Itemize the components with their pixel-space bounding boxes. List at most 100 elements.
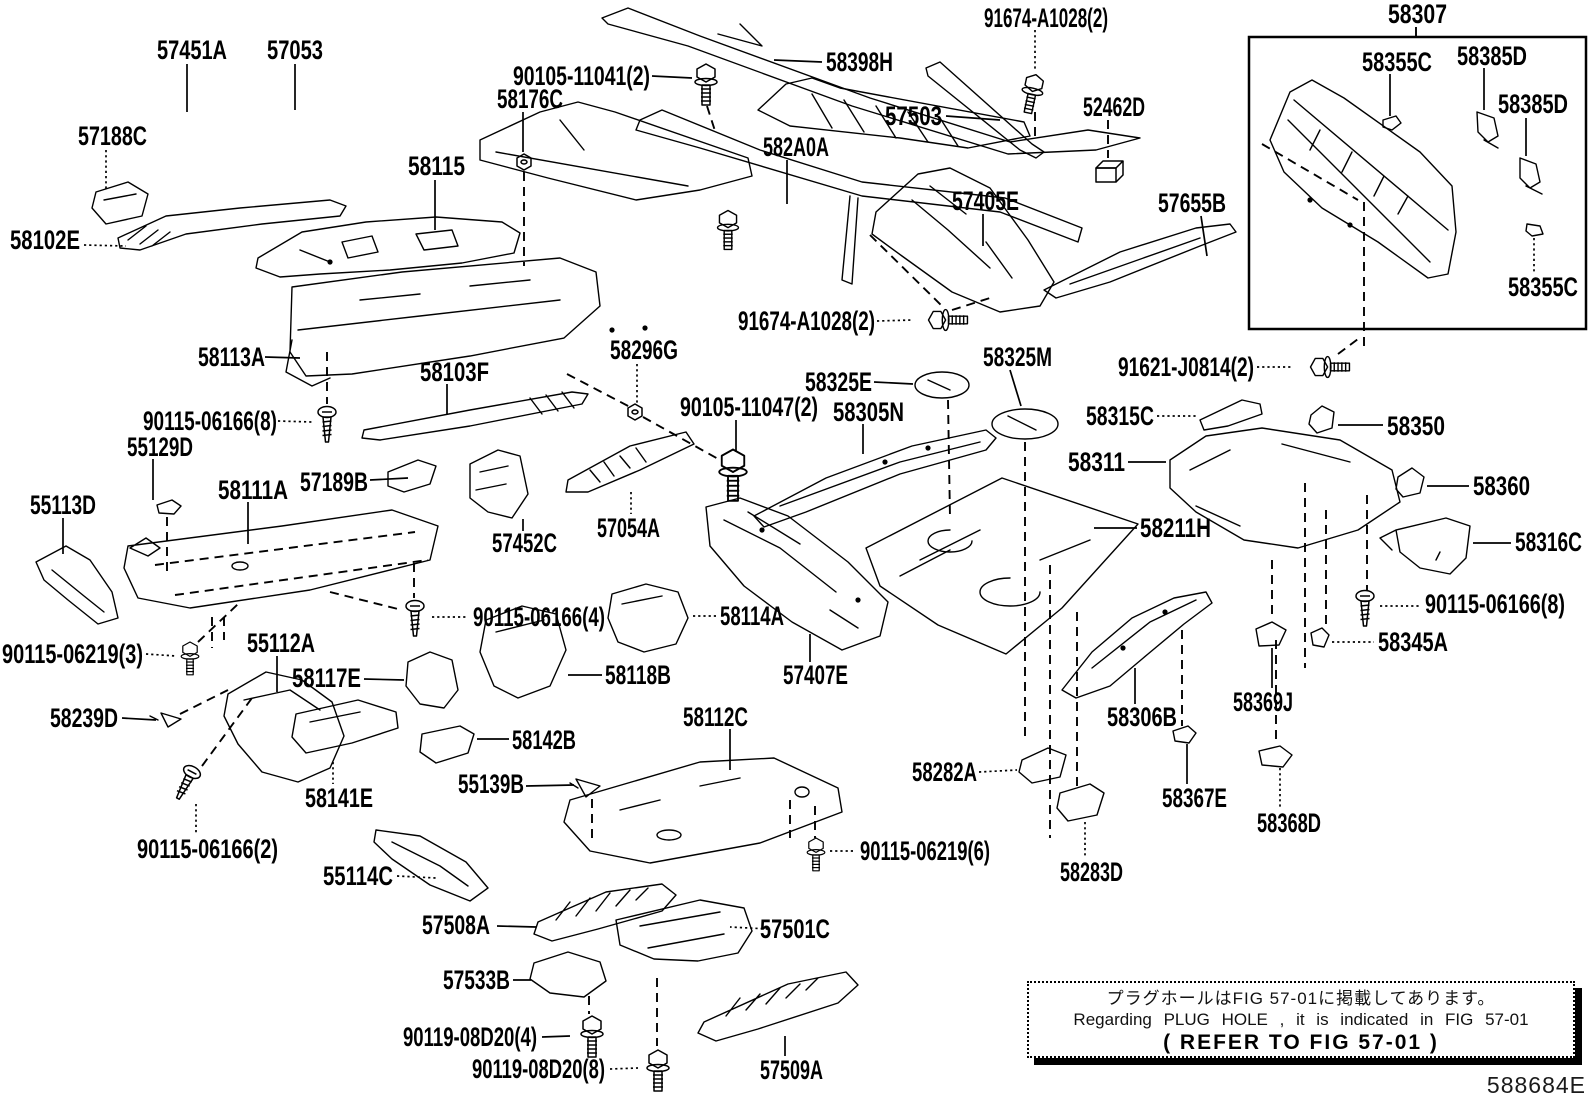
part-label-58350[interactable]: 58350	[1387, 411, 1445, 441]
part-label-58283D[interactable]: 58283D	[1060, 857, 1123, 887]
bolt-icon	[806, 837, 826, 872]
part-label-57451A[interactable]: 57451A	[157, 35, 227, 65]
part-label-57501C[interactable]: 57501C	[760, 914, 830, 944]
part-label-55112A[interactable]: 55112A	[247, 628, 315, 658]
part-label-55139B[interactable]: 55139B	[458, 769, 524, 799]
part-label-57503[interactable]: 57503	[885, 101, 942, 131]
part-label-58115[interactable]: 58115	[408, 151, 465, 181]
part-label-57509A[interactable]: 57509A	[760, 1055, 823, 1085]
part-58117E	[405, 651, 459, 709]
part-label-58398H[interactable]: 58398H	[826, 47, 893, 77]
part-label-58369J[interactable]: 58369J	[1233, 687, 1293, 717]
part-label-90105-11041(2)[interactable]: 90105-11041(2)	[513, 61, 650, 91]
part-label-57407E[interactable]: 57407E	[783, 660, 848, 690]
part-57501C	[615, 899, 753, 962]
part-label-57655B[interactable]: 57655B	[1158, 188, 1226, 218]
part-label-58368D[interactable]: 58368D	[1257, 808, 1321, 838]
part-label-57188C[interactable]: 57188C	[78, 121, 147, 151]
part-label-58325E[interactable]: 58325E	[805, 367, 872, 397]
part-label-90105-11047(2)[interactable]: 90105-11047(2)	[680, 392, 818, 422]
part-label-90115-06219(6)[interactable]: 90115-06219(6)	[860, 836, 990, 866]
part-label-90115-06166(2)[interactable]: 90115-06166(2)	[137, 834, 278, 864]
part-label-58211H[interactable]: 58211H	[1140, 513, 1211, 543]
part-label-58118B[interactable]: 58118B	[605, 660, 671, 690]
part-label-90119-08D20(4)[interactable]: 90119-08D20(4)	[403, 1022, 537, 1052]
part-label-58305N[interactable]: 58305N	[833, 397, 904, 427]
screw-icon-part	[322, 416, 332, 443]
part-label-58307[interactable]: 58307	[1388, 0, 1447, 29]
bolt-icon	[180, 641, 200, 676]
part-label-58117E[interactable]: 58117E	[292, 663, 361, 693]
part-label-58282A[interactable]: 58282A	[912, 757, 977, 787]
part-58350-clip	[1308, 405, 1335, 434]
part-label-57508A[interactable]: 57508A	[422, 910, 490, 940]
part-label-58316C[interactable]: 58316C	[1515, 527, 1582, 557]
part-label-90115-06166(8)[interactable]: 90115-06166(8)	[1425, 589, 1565, 619]
part-label-58367E[interactable]: 58367E	[1162, 783, 1227, 813]
part-label-58315C[interactable]: 58315C	[1086, 401, 1154, 431]
part-label-58325M[interactable]: 58325M	[983, 342, 1052, 372]
part-label-58296G[interactable]: 58296G	[610, 335, 678, 365]
part-label-91621-J0814(2)[interactable]: 91621-J0814(2)	[1118, 352, 1254, 382]
part-label-57054A[interactable]: 57054A	[597, 513, 660, 543]
part-label-582A0A[interactable]: 582A0A	[763, 132, 829, 162]
part-label-90115-06166(8)[interactable]: 90115-06166(8)	[143, 406, 277, 436]
part-58282A	[1018, 747, 1067, 784]
part-label-57189B[interactable]: 57189B	[300, 467, 368, 497]
part-label-58306B[interactable]: 58306B	[1107, 702, 1177, 732]
part-58239D-clip	[149, 712, 182, 728]
nut-icon	[627, 403, 643, 421]
bolt-icon-part	[1023, 92, 1037, 115]
part-label-90115-06219(3)[interactable]: 90115-06219(3)	[2, 639, 143, 669]
part-label-90119-08D20(8)[interactable]: 90119-08D20(8)	[472, 1054, 605, 1084]
part-label-57533B[interactable]: 57533B	[443, 965, 510, 995]
part-58385D-clip-1	[1476, 111, 1499, 149]
part-label-52462D[interactable]: 52462D	[1083, 92, 1145, 122]
part-label-55114C[interactable]: 55114C	[323, 861, 393, 891]
part-label-58360[interactable]: 58360	[1473, 471, 1530, 501]
part-label-91674-A1028(2)[interactable]: 91674-A1028(2)	[738, 306, 875, 336]
part-label-57405E[interactable]: 57405E	[952, 186, 1019, 216]
part-label-57053[interactable]: 57053	[267, 35, 323, 65]
part-label-58103F[interactable]: 58103F	[420, 357, 489, 387]
bolt-icon-part	[587, 1036, 597, 1058]
part-label-58239D[interactable]: 58239D	[50, 703, 118, 733]
leader-line	[951, 297, 991, 311]
part-58325M-washer	[991, 408, 1059, 440]
part-58398H	[601, 7, 1141, 155]
part-label-58102E[interactable]: 58102E	[10, 225, 80, 255]
part-label-58114A[interactable]: 58114A	[720, 601, 784, 631]
hole-dot	[855, 597, 861, 603]
leader-line	[1009, 369, 1022, 407]
part-label-58113A[interactable]: 58113A	[198, 342, 265, 372]
part-label-55129D[interactable]: 55129D	[127, 432, 193, 462]
bolt-icon-part	[927, 310, 947, 330]
part-label-58112C[interactable]: 58112C	[683, 702, 748, 732]
cube-icon-part	[1095, 160, 1124, 169]
part-label-58176C[interactable]: 58176C	[497, 84, 563, 114]
part-label-91674-A1028(2)[interactable]: 91674-A1028(2)	[984, 3, 1108, 33]
part-label-57452C[interactable]: 57452C	[492, 528, 557, 558]
bolt-icon	[716, 209, 740, 251]
part-label-58385D[interactable]: 58385D	[1457, 41, 1527, 71]
screw-icon-part	[410, 623, 420, 626]
part-label-58385D[interactable]: 58385D	[1498, 89, 1568, 119]
leader-line	[329, 591, 403, 611]
part-58369J-clip	[1255, 621, 1287, 647]
bolt-icon	[580, 1015, 604, 1058]
part-label-58355C[interactable]: 58355C	[1362, 47, 1432, 77]
leader-line	[876, 319, 914, 322]
part-57452C	[469, 449, 529, 519]
leader-line	[642, 416, 721, 461]
note-line-refer: ( REFER TO FIG 57-01 )	[1163, 1031, 1439, 1054]
part-label-90115-06166(4)[interactable]: 90115-06166(4)	[473, 602, 605, 632]
part-label-58355C[interactable]: 58355C	[1508, 272, 1578, 302]
leader-line	[369, 477, 409, 481]
part-label-58141E[interactable]: 58141E	[305, 783, 373, 813]
part-label-58142B[interactable]: 58142B	[512, 725, 576, 755]
part-label-58111A[interactable]: 58111A	[218, 475, 288, 505]
part-label-58345A[interactable]: 58345A	[1378, 627, 1448, 657]
screw-icon	[405, 599, 425, 637]
part-label-55113D[interactable]: 55113D	[30, 490, 96, 520]
part-label-58311[interactable]: 58311	[1068, 447, 1125, 477]
